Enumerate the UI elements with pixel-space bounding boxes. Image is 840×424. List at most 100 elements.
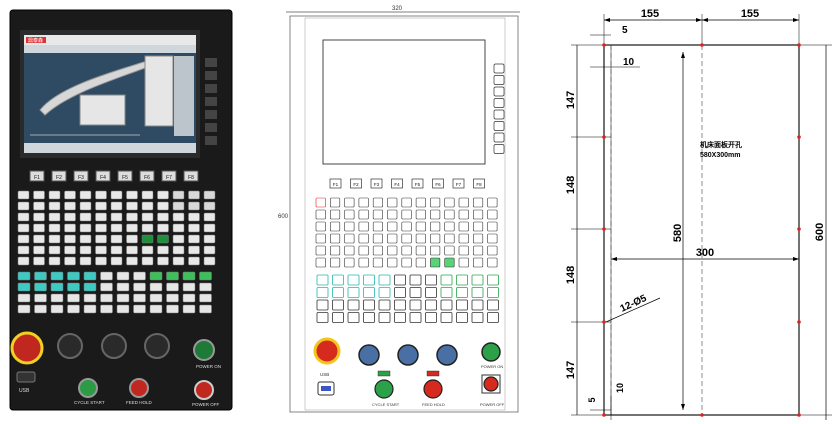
front-machine-key[interactable]: [425, 287, 437, 298]
front-machine-key[interactable]: [456, 274, 468, 286]
front-machine-key[interactable]: [347, 287, 360, 298]
photo-key[interactable]: [95, 256, 107, 266]
front-key[interactable]: [344, 245, 355, 256]
front-key[interactable]: [430, 221, 441, 232]
photo-machine-key[interactable]: [199, 282, 212, 292]
front-softkey[interactable]: [329, 178, 342, 189]
photo-machine-key[interactable]: [133, 271, 146, 281]
front-key[interactable]: [444, 245, 455, 256]
photo-key[interactable]: [95, 234, 107, 244]
front-key[interactable]: [372, 245, 384, 256]
photo-machine-key[interactable]: [34, 282, 47, 292]
photo-machine-key[interactable]: [100, 271, 113, 281]
photo-machine-key[interactable]: [149, 293, 163, 303]
front-key[interactable]: [487, 221, 498, 232]
front-key[interactable]: [487, 245, 498, 256]
photo-machine-key[interactable]: [100, 304, 113, 314]
usb-port[interactable]: [16, 371, 36, 383]
photo-key[interactable]: [172, 201, 185, 211]
photo-machine-key[interactable]: [166, 282, 179, 292]
photo-key[interactable]: [17, 234, 30, 244]
front-key[interactable]: [387, 209, 398, 220]
front-machine-key[interactable]: [456, 312, 468, 323]
photo-machine-key[interactable]: [17, 304, 31, 314]
photo-key[interactable]: [64, 245, 76, 255]
photo-machine-key[interactable]: [34, 304, 47, 314]
photo-machine-key[interactable]: [50, 304, 64, 314]
front-machine-key[interactable]: [347, 312, 360, 323]
photo-key[interactable]: [141, 234, 154, 244]
cycle-start-button[interactable]: [78, 378, 98, 398]
photo-machine-key[interactable]: [67, 282, 80, 292]
front-key[interactable]: [415, 197, 426, 208]
front-key[interactable]: [401, 197, 412, 208]
front-key[interactable]: [372, 209, 384, 220]
photo-machine-key[interactable]: [166, 271, 179, 281]
front-knob-3[interactable]: [436, 344, 458, 366]
front-machine-key[interactable]: [378, 299, 391, 311]
photo-key[interactable]: [203, 212, 216, 222]
front-machine-key[interactable]: [471, 287, 484, 298]
photo-key[interactable]: [64, 212, 76, 222]
photo-key[interactable]: [48, 234, 61, 244]
front-machine-key[interactable]: [471, 274, 484, 286]
photo-machine-key[interactable]: [133, 293, 146, 303]
photo-machine-key[interactable]: [182, 282, 196, 292]
photo-machine-key[interactable]: [67, 304, 80, 314]
photo-key[interactable]: [126, 256, 138, 266]
photo-key[interactable]: [95, 223, 107, 233]
photo-machine-key[interactable]: [50, 293, 64, 303]
front-machine-key[interactable]: [440, 299, 453, 311]
front-key[interactable]: [487, 257, 498, 268]
front-key[interactable]: [387, 233, 398, 244]
photo-key[interactable]: [188, 190, 200, 200]
front-softkey[interactable]: [350, 178, 362, 189]
photo-key[interactable]: [203, 234, 216, 244]
front-machine-key[interactable]: [471, 312, 484, 323]
front-power-off[interactable]: [483, 376, 499, 392]
front-machine-key[interactable]: [394, 274, 406, 286]
front-key[interactable]: [329, 233, 341, 244]
photo-key[interactable]: [126, 190, 138, 200]
photo-machine-key[interactable]: [149, 271, 163, 281]
photo-key[interactable]: [157, 201, 169, 211]
photo-key[interactable]: [79, 234, 92, 244]
front-key[interactable]: [372, 257, 384, 268]
front-machine-key[interactable]: [409, 312, 422, 323]
photo-machine-key[interactable]: [182, 293, 196, 303]
photo-key[interactable]: [203, 245, 216, 255]
front-key[interactable]: [358, 245, 369, 256]
front-key[interactable]: [344, 233, 355, 244]
front-key[interactable]: [458, 221, 469, 232]
feed-override-knob[interactable]: [57, 333, 83, 359]
front-key[interactable]: [358, 221, 369, 232]
front-key[interactable]: [430, 257, 441, 268]
front-key[interactable]: [458, 257, 469, 268]
photo-softkey[interactable]: [139, 170, 155, 182]
photo-key[interactable]: [17, 245, 30, 255]
front-machine-key[interactable]: [471, 299, 484, 311]
front-key[interactable]: [329, 197, 341, 208]
front-machine-key[interactable]: [363, 299, 375, 311]
photo-key[interactable]: [48, 190, 61, 200]
photo-softkey[interactable]: [29, 170, 45, 182]
photo-machine-key[interactable]: [50, 271, 64, 281]
photo-key[interactable]: [141, 212, 154, 222]
front-machine-key[interactable]: [378, 312, 391, 323]
photo-key[interactable]: [79, 190, 92, 200]
photo-key[interactable]: [95, 190, 107, 200]
front-key[interactable]: [472, 233, 484, 244]
photo-machine-key[interactable]: [182, 304, 196, 314]
front-key[interactable]: [401, 257, 412, 268]
front-machine-key[interactable]: [316, 274, 329, 286]
photo-key[interactable]: [64, 190, 76, 200]
photo-machine-key[interactable]: [67, 293, 80, 303]
front-side-key[interactable]: [493, 63, 505, 74]
photo-key[interactable]: [188, 201, 200, 211]
photo-key[interactable]: [126, 212, 138, 222]
front-key[interactable]: [444, 257, 455, 268]
photo-machine-key[interactable]: [166, 304, 179, 314]
photo-key[interactable]: [110, 212, 123, 222]
front-key[interactable]: [415, 233, 426, 244]
photo-key[interactable]: [126, 223, 138, 233]
